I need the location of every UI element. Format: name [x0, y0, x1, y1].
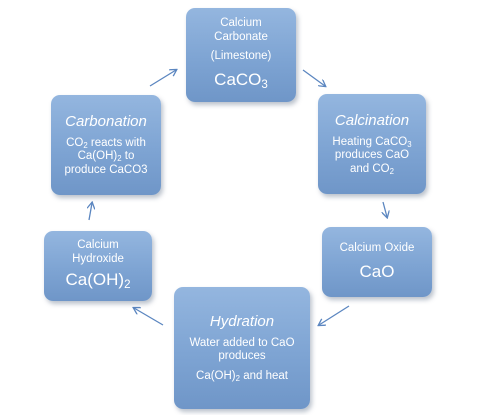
calcium-carbonate-box: Calcium Carbonate (Limestone) CaCO3	[186, 8, 296, 102]
hydration-desc-line3: Ca(OH)2 and heat	[196, 369, 288, 383]
calcination-box: Calcination Heating CaCO3 produces CaO a…	[318, 94, 426, 194]
calcium-hydroxide-line1: Calcium	[77, 239, 119, 251]
hydration-box: Hydration Water added to CaO produces Ca…	[174, 287, 310, 409]
calcium-hydroxide-formula: Ca(OH)2	[65, 270, 131, 292]
carbonation-desc-line2: Ca(OH)2 to	[77, 150, 135, 164]
arrow-carbonation-to-carbonate	[149, 70, 176, 87]
calcium-carbonate-formula: CaCO3	[214, 69, 268, 92]
carbonation-desc-line1: CO2 reacts with	[66, 136, 146, 150]
carbonation-desc-line3: produce CaCO3	[64, 163, 148, 176]
arrow-oxide-to-hydration	[319, 305, 350, 325]
calcination-desc-line3: and CO2	[350, 162, 394, 176]
arrow-hydroxide-to-carbonation	[89, 203, 92, 221]
calcium-carbonate-line1: Calcium	[220, 17, 262, 30]
calcination-desc-line2: produces CaO	[334, 149, 410, 162]
calcium-carbonate-line3: (Limestone)	[210, 50, 272, 63]
calcium-oxide-formula: CaO	[359, 261, 395, 281]
calcination-title: Calcination	[334, 111, 410, 129]
carbonation-title: Carbonation	[65, 112, 147, 130]
calcination-desc-line1: Heating CaCO3	[332, 135, 412, 149]
carbonation-box: Carbonation CO2 reacts with Ca(OH)2 to p…	[51, 95, 161, 195]
hydration-desc-line1: Water added to CaO	[189, 336, 295, 349]
calcium-oxide-box: Calcium Oxide CaO	[322, 227, 432, 297]
hydration-desc-line2: produces	[218, 350, 266, 363]
hydration-title: Hydration	[209, 312, 275, 330]
calcium-hydroxide-line2: Hydroxide	[72, 252, 124, 265]
calcium-hydroxide-box: Calcium Hydroxide Ca(OH)2	[44, 231, 152, 301]
arrow-carbonate-to-calcination	[302, 69, 325, 86]
arrow-calcination-to-oxide	[383, 201, 387, 217]
calcium-oxide-label: Calcium Oxide	[339, 242, 415, 255]
calcium-carbonate-line2: Carbonate	[214, 30, 268, 43]
arrow-hydration-to-hydroxide	[134, 308, 164, 326]
